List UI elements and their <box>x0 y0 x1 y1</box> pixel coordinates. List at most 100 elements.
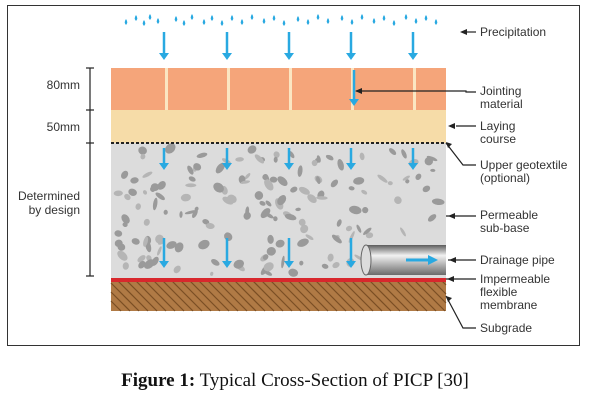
aggregate-stone <box>194 206 199 212</box>
subgrade-hatch-line <box>162 280 194 312</box>
aggregate-stone <box>144 259 155 269</box>
joint-gap <box>413 68 416 110</box>
joint-gap <box>165 68 168 110</box>
subgrade-hatch-line <box>225 280 257 312</box>
raindrop <box>148 14 152 20</box>
subgrade-hatch-line <box>189 280 221 312</box>
aggregate-stone <box>262 174 269 180</box>
raindrop <box>340 15 344 21</box>
aggregate-stone <box>262 254 269 260</box>
aggregate-stone <box>307 194 317 203</box>
aggregate-stone <box>402 175 410 181</box>
subgrade-hatch-line <box>369 280 401 312</box>
raindrop <box>190 14 194 20</box>
aggregate-stone <box>143 236 149 247</box>
raindrop <box>230 15 234 21</box>
aggregate-stone <box>122 222 128 228</box>
joint-gap <box>227 68 230 110</box>
subgrade-hatch-line <box>171 280 203 312</box>
paver-block <box>230 68 289 110</box>
aggregate-stone <box>142 190 148 195</box>
aggregate-stone <box>240 180 251 184</box>
aggregate-stone <box>295 207 301 212</box>
aggregate-stone <box>213 182 224 193</box>
subgrade-hatch-line <box>387 280 419 312</box>
raindrop <box>210 15 214 21</box>
aggregate-stone <box>117 250 128 261</box>
aggregate-stone <box>363 227 372 235</box>
raindrop <box>174 16 178 22</box>
paver-block <box>292 68 351 110</box>
subgrade-hatch-line <box>405 280 437 312</box>
aggregate-stone <box>263 269 273 276</box>
aggregate-stone <box>327 155 334 160</box>
raindrop <box>240 19 244 25</box>
subgrade-hatch-line <box>252 280 284 312</box>
subgrade-hatch-line <box>288 280 320 312</box>
raindrop <box>124 19 128 25</box>
aggregate-stone <box>137 255 146 263</box>
aggregate-stone <box>349 205 362 215</box>
arrow-head <box>349 99 359 106</box>
aggregate-stone <box>124 193 131 201</box>
aggregate-stone <box>330 179 339 188</box>
subgrade-hatch-line <box>180 280 212 312</box>
aggregate-stone <box>202 219 210 225</box>
aggregate-stone <box>205 222 215 230</box>
raindrop <box>372 18 376 24</box>
subgrade-hatch-line <box>423 280 447 304</box>
arrow-head <box>408 163 418 170</box>
raindrop <box>306 19 310 25</box>
aggregate-stone <box>327 253 334 262</box>
subgrade-hatch-line <box>243 280 275 312</box>
raindrop <box>282 20 286 26</box>
aggregate-stone <box>173 265 181 274</box>
aggregate-stone <box>215 162 225 174</box>
aggregate-stone <box>130 177 139 184</box>
paver-layer <box>111 68 446 110</box>
aggregate-stone <box>131 238 140 245</box>
aggregate-stone <box>266 246 276 256</box>
aggregate-stone <box>377 174 388 183</box>
aggregate-stone <box>179 211 183 218</box>
raindrop <box>134 15 138 21</box>
aggregate-stone <box>198 239 210 250</box>
aggregate-stone <box>165 143 176 154</box>
arrow-head <box>346 53 356 60</box>
aggregate-stone <box>400 227 406 237</box>
drainage-pipe-label: Drainage pipe <box>480 253 555 267</box>
raindrop <box>404 14 408 20</box>
figure-caption: Figure 1: Typical Cross-Section of PICP … <box>0 370 590 392</box>
aggregate-stone <box>288 268 299 277</box>
raindrop <box>250 14 254 20</box>
sub-base-thickness-label: Determined by design <box>17 189 80 217</box>
subgrade-hatch-line <box>414 280 446 312</box>
raindrop <box>142 20 146 26</box>
subgrade-hatch-line <box>216 280 248 312</box>
diagram-frame: 80mm 50mm Determined by design Precipita… <box>7 5 580 346</box>
subgrade-hatch-line <box>261 280 293 312</box>
aggregate-stone <box>337 159 344 171</box>
subgrade-hatch-line <box>117 280 149 312</box>
aggregate-stone <box>121 170 129 179</box>
aggregate-stone <box>405 179 410 184</box>
raindrop <box>262 18 266 24</box>
aggregate-stone <box>297 238 309 247</box>
aggregate-stone <box>300 224 309 234</box>
aggregate-stone <box>281 255 285 269</box>
aggregate-stone <box>311 159 318 167</box>
leader-arrowheads <box>355 29 467 302</box>
arrow-head <box>284 53 294 60</box>
aggregate-stone <box>155 192 165 201</box>
upper-geotextile-label: Upper geotextile (optional) <box>480 158 568 185</box>
aggregate-stone <box>387 181 393 186</box>
paver-block <box>416 68 446 110</box>
aggregate-stone <box>265 200 272 207</box>
aggregate-stone <box>121 214 130 224</box>
aggregate-stone <box>166 241 177 249</box>
raindrop <box>434 19 438 25</box>
paver-block <box>354 68 413 110</box>
aggregate-stone <box>297 165 303 177</box>
aggregate-stone <box>277 195 287 206</box>
paver-block <box>111 68 165 110</box>
